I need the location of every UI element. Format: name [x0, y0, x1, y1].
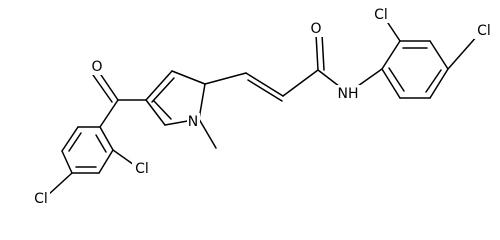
bond — [381, 68, 401, 99]
bond — [92, 74, 113, 103]
pyrrole-nitrogen-label: N — [188, 114, 198, 130]
chlorine-label-ring-ortho-left: Cl — [135, 161, 149, 177]
bond — [381, 40, 401, 70]
amide-nh-label: NH — [338, 86, 359, 102]
bond — [315, 33, 319, 71]
bond — [388, 67, 405, 92]
bond — [61, 126, 79, 152]
bond — [198, 118, 217, 149]
bond — [145, 70, 173, 101]
atom-labels: O O NH N Cl Cl Cl Cl — [31, 6, 493, 207]
bond — [98, 149, 114, 174]
bond — [425, 69, 442, 93]
bond — [282, 69, 319, 97]
bond — [153, 100, 172, 120]
bond — [95, 134, 107, 153]
chlorine-label-ring-para-left: Cl — [34, 191, 48, 207]
ketone-oxygen-label: O — [91, 59, 102, 75]
bond — [61, 150, 73, 174]
bond — [151, 77, 175, 103]
bond — [385, 19, 401, 42]
chlorine-label-ring-ortho-right: Cl — [374, 7, 388, 23]
bond — [47, 172, 73, 196]
bond — [247, 79, 283, 102]
bond — [99, 126, 114, 151]
bond — [245, 72, 284, 97]
amide-oxygen-label: O — [310, 21, 321, 37]
bond — [145, 99, 166, 126]
chlorine-label-ring-para-right: Cl — [477, 23, 491, 39]
bond — [429, 40, 449, 70]
bond — [99, 99, 119, 128]
bond — [429, 68, 449, 99]
bonds — [47, 19, 479, 196]
bond — [321, 33, 325, 71]
bond — [447, 34, 479, 70]
bond — [68, 132, 82, 152]
bond — [171, 70, 206, 85]
bond — [98, 71, 119, 101]
bond — [204, 72, 247, 85]
